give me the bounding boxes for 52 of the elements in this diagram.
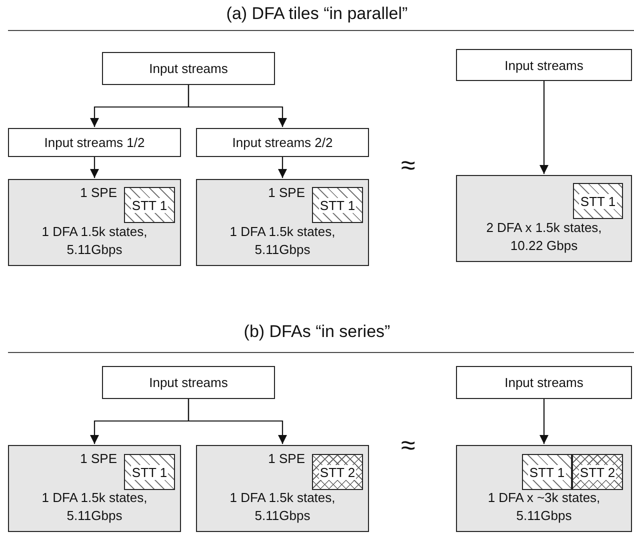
box-text: 1 DFA 1.5k states, 5.11Gbps: [40, 488, 148, 525]
arrow: [188, 399, 287, 444]
processor-box: [196, 179, 369, 266]
arrow: [278, 157, 287, 178]
arrow: [188, 85, 287, 127]
hatched-box: [522, 454, 572, 490]
arrow: [540, 399, 548, 444]
process-box: [456, 366, 632, 399]
box-label: Input streams: [149, 61, 228, 76]
box-label: Input streams 2/2: [232, 135, 333, 150]
hatched-box: [124, 187, 175, 223]
box-text: 1 DFA 1.5k states, 5.11Gbps: [228, 488, 336, 525]
process-box: [456, 49, 632, 81]
box-text: 1 DFA x ~3k states, 5.11Gbps: [486, 488, 602, 525]
box-label: Input streams: [149, 375, 228, 390]
hatched-box: [312, 187, 363, 223]
box-text: 1 DFA 1.5k states, 5.11Gbps: [40, 222, 148, 259]
box-label: 1 SPE: [80, 451, 117, 466]
box-label: STT 1: [579, 194, 617, 208]
processor-box: [8, 179, 181, 266]
section-title: (b) DFAs “in series”: [242, 322, 392, 342]
box-label: STT 1: [318, 198, 356, 212]
arrow: [540, 81, 548, 174]
process-box: [102, 52, 275, 85]
box-label: Input streams: [504, 58, 584, 72]
processor-box: [456, 445, 632, 532]
box-label: STT 2: [578, 464, 616, 480]
approx-sign: ≈: [401, 430, 416, 461]
box-label: STT 1: [528, 464, 566, 480]
process-box: [102, 366, 275, 399]
box-label: Input streams 1/2: [44, 135, 145, 150]
box-label: Input streams: [504, 375, 584, 390]
process-box: [196, 128, 369, 157]
processor-box: [8, 445, 181, 532]
box-label: STT 1: [130, 198, 168, 212]
box-label: 1 SPE: [268, 185, 305, 200]
box-label: STT 2: [318, 464, 356, 480]
hatched-box: [573, 183, 623, 219]
approx-sign: ≈: [401, 150, 416, 181]
hatched-box: [312, 454, 363, 490]
box-label: STT 1: [130, 464, 168, 480]
hatched-box: [124, 454, 175, 490]
arrow: [90, 157, 99, 178]
box-label: 1 SPE: [80, 185, 117, 200]
hatched-box: [572, 454, 623, 490]
box-label: 1 SPE: [268, 451, 305, 466]
section-title: (a) DFA tiles “in parallel”: [225, 4, 409, 24]
process-box: [8, 128, 181, 157]
processor-box: [456, 175, 632, 262]
box-text: 1 DFA 1.5k states, 5.11Gbps: [228, 222, 336, 259]
processor-box: [196, 445, 369, 532]
box-text: 2 DFA x 1.5k states, 10.22 Gbps: [485, 218, 603, 255]
